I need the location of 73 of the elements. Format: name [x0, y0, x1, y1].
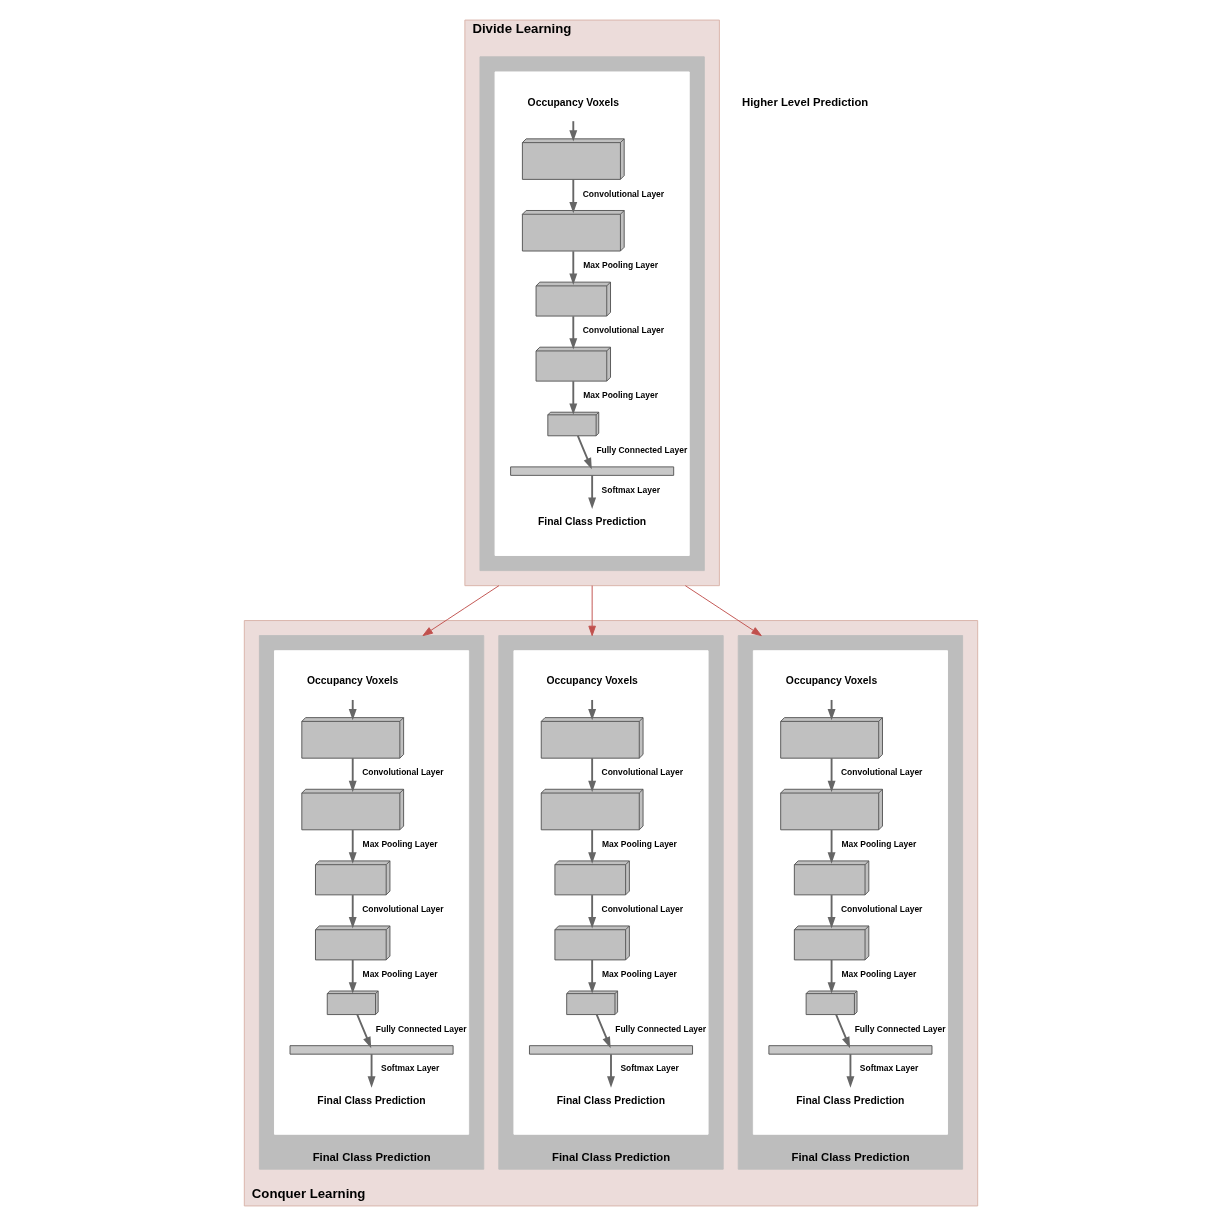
node-bar	[510, 466, 675, 476]
arrow	[569, 315, 578, 350]
cluster	[274, 650, 470, 1135]
arrow	[827, 829, 836, 864]
edge-label: Fully Connected Layer	[854, 1023, 946, 1034]
node-bar	[529, 1045, 693, 1055]
arrow	[356, 1013, 372, 1049]
arrow	[588, 894, 597, 929]
edge-label: Convolutional Layer	[582, 325, 665, 336]
edge-label: Convolutional Layer	[362, 904, 444, 915]
arrow	[576, 434, 592, 470]
arrow	[588, 757, 597, 793]
edge-label: Max Pooling Layer	[841, 838, 917, 849]
edge-label: Softmax Layer	[380, 1063, 440, 1074]
node-text: Occupancy Voxels	[546, 675, 638, 687]
edge-label: Convolutional Layer	[582, 188, 665, 199]
edge-label: Softmax Layer	[620, 1063, 679, 1074]
node-text: Final Class Prediction	[537, 516, 647, 528]
node-text: Occupancy Voxels	[527, 96, 619, 108]
edge-label: Max Pooling Layer	[583, 390, 659, 401]
arrow	[607, 1053, 615, 1088]
arrow	[569, 250, 578, 285]
node-text: Occupancy Voxels	[785, 675, 878, 687]
arrow	[367, 1053, 376, 1088]
arrow	[595, 1013, 611, 1049]
arrow	[348, 757, 357, 793]
arrow	[348, 894, 357, 929]
arrow	[588, 959, 597, 994]
arrow	[827, 959, 836, 994]
arrow	[348, 829, 357, 864]
node-text: Final Class Prediction	[796, 1094, 905, 1106]
arrow	[684, 585, 762, 637]
edge-label: Convolutional Layer	[601, 767, 683, 778]
arrow	[588, 585, 596, 637]
arrow	[348, 699, 357, 721]
arrow	[588, 699, 597, 721]
arrow	[827, 757, 836, 793]
edge-label: Softmax Layer	[601, 484, 660, 495]
edge-label: Convolutional Layer	[841, 767, 923, 778]
edge-label: Max Pooling Layer	[841, 969, 917, 980]
label: Higher Level Prediction	[742, 95, 869, 108]
cluster	[494, 71, 690, 556]
edge-label: Max Pooling Layer	[602, 969, 677, 980]
edge-label: Fully Connected Layer	[615, 1023, 707, 1034]
node-text: Final Class Prediction	[556, 1094, 666, 1106]
arrow	[569, 178, 578, 214]
cluster	[513, 650, 709, 1135]
edge-label: Convolutional Layer	[601, 904, 683, 915]
arrow	[569, 380, 578, 415]
edge-label: Softmax Layer	[859, 1063, 919, 1074]
arrow	[827, 894, 836, 929]
edge-label: Max Pooling Layer	[583, 260, 659, 271]
edge-label: Max Pooling Layer	[362, 969, 438, 980]
arrow	[588, 474, 597, 509]
cluster	[479, 56, 705, 572]
edge-label: Fully Connected Layer	[375, 1023, 467, 1034]
node-bar	[289, 1045, 454, 1055]
node-text: Final Class Prediction	[317, 1094, 426, 1106]
arrow	[348, 959, 357, 994]
edge-label: Max Pooling Layer	[602, 838, 677, 849]
cluster	[752, 650, 948, 1135]
arrow	[846, 1053, 855, 1088]
edge-label: Fully Connected Layer	[596, 444, 688, 455]
arrow	[835, 1013, 851, 1049]
arrow	[422, 585, 500, 637]
arrow	[827, 699, 836, 721]
arrow	[588, 829, 597, 864]
edge-label: Max Pooling Layer	[362, 838, 438, 849]
arrow	[569, 120, 578, 142]
edge-label: Convolutional Layer	[362, 767, 444, 778]
node-text: Occupancy Voxels	[307, 675, 399, 687]
node-bar	[768, 1045, 933, 1055]
edge-label: Convolutional Layer	[841, 904, 923, 915]
